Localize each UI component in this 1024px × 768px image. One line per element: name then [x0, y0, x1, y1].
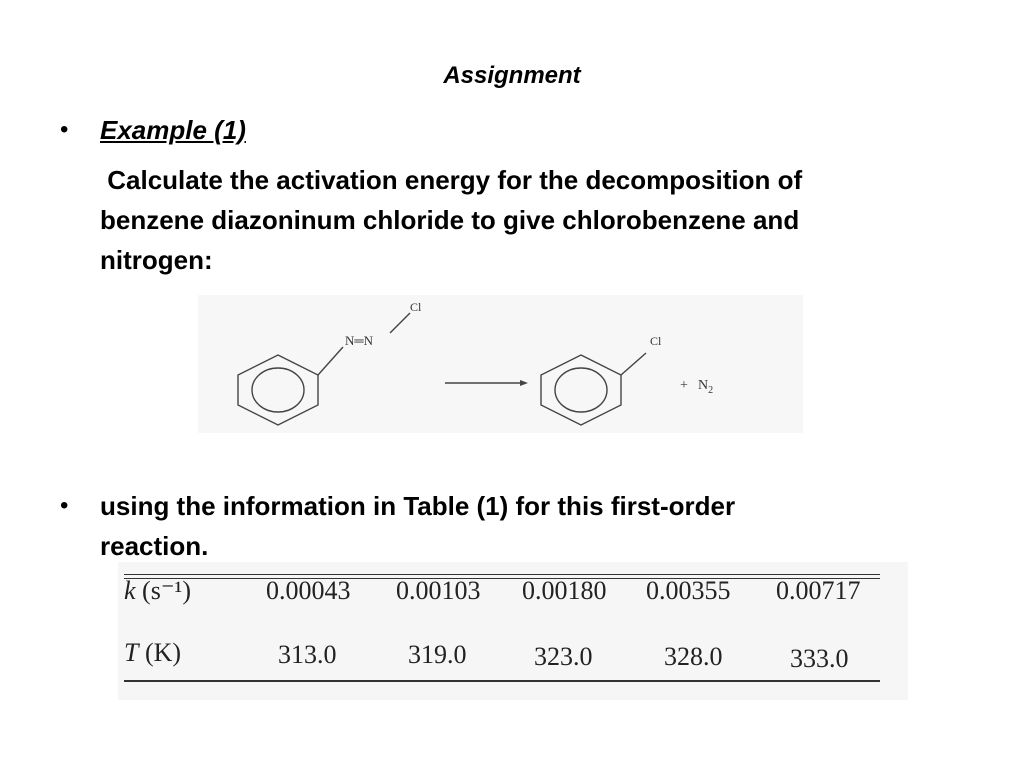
row-t-header: T (K) [124, 638, 181, 668]
problem-description: Calculate the activation energy for the … [100, 165, 803, 275]
data-table: k (s⁻¹) 0.00043 0.00103 0.00180 0.00355 … [118, 562, 908, 700]
table-cell: 323.0 [534, 642, 593, 671]
bullet-marker: • [60, 492, 69, 519]
row-k-header: k (s⁻¹) [124, 576, 191, 606]
table-top-rule-2 [124, 578, 880, 579]
plus-sign: + [680, 378, 688, 393]
reactant-bond [317, 346, 344, 376]
table-cell: 319.0 [408, 640, 467, 669]
azo-group-label: N═N [345, 333, 374, 348]
nitrogen-label: N2 [698, 378, 713, 396]
rate-constant-symbol: k [124, 576, 136, 605]
nitrogen-symbol: N [698, 378, 708, 393]
table-cell: 0.00717 [776, 576, 861, 605]
table-bottom-rule [124, 680, 880, 682]
table-cell: 0.00043 [266, 576, 351, 605]
reaction-scheme: N═N Cl Cl + N2 [198, 295, 803, 433]
table-instruction-text: using the information in Table (1) for t… [100, 491, 736, 561]
product-benzene-ring [540, 354, 622, 426]
nitrogen-subscript: 2 [708, 385, 713, 396]
product-chlorine-label: Cl [650, 334, 662, 348]
table-cell: 313.0 [278, 640, 337, 669]
temperature-unit: (K) [144, 638, 182, 667]
table-cell: 328.0 [664, 642, 723, 671]
table-cell: 0.00180 [522, 576, 607, 605]
reaction-diagram: N═N Cl Cl + N2 [237, 300, 713, 426]
reactant-benzene-ring [237, 354, 319, 426]
reactant-chlorine-label: Cl [410, 300, 422, 314]
temperature-symbol: T [124, 638, 139, 667]
rate-constant-unit: (s⁻¹) [142, 576, 191, 605]
table-cell: 333.0 [790, 644, 849, 673]
bullet-marker: • [60, 116, 69, 143]
reaction-arrow [445, 380, 528, 386]
table-top-rule [124, 574, 880, 575]
table-cell: 0.00355 [646, 576, 731, 605]
table-cell: 0.00103 [396, 576, 481, 605]
slide-title: Assignment [443, 62, 581, 89]
n-cl-bond [389, 312, 411, 334]
product-cl-bond [620, 352, 647, 376]
example-label: Example (1) [100, 115, 246, 145]
